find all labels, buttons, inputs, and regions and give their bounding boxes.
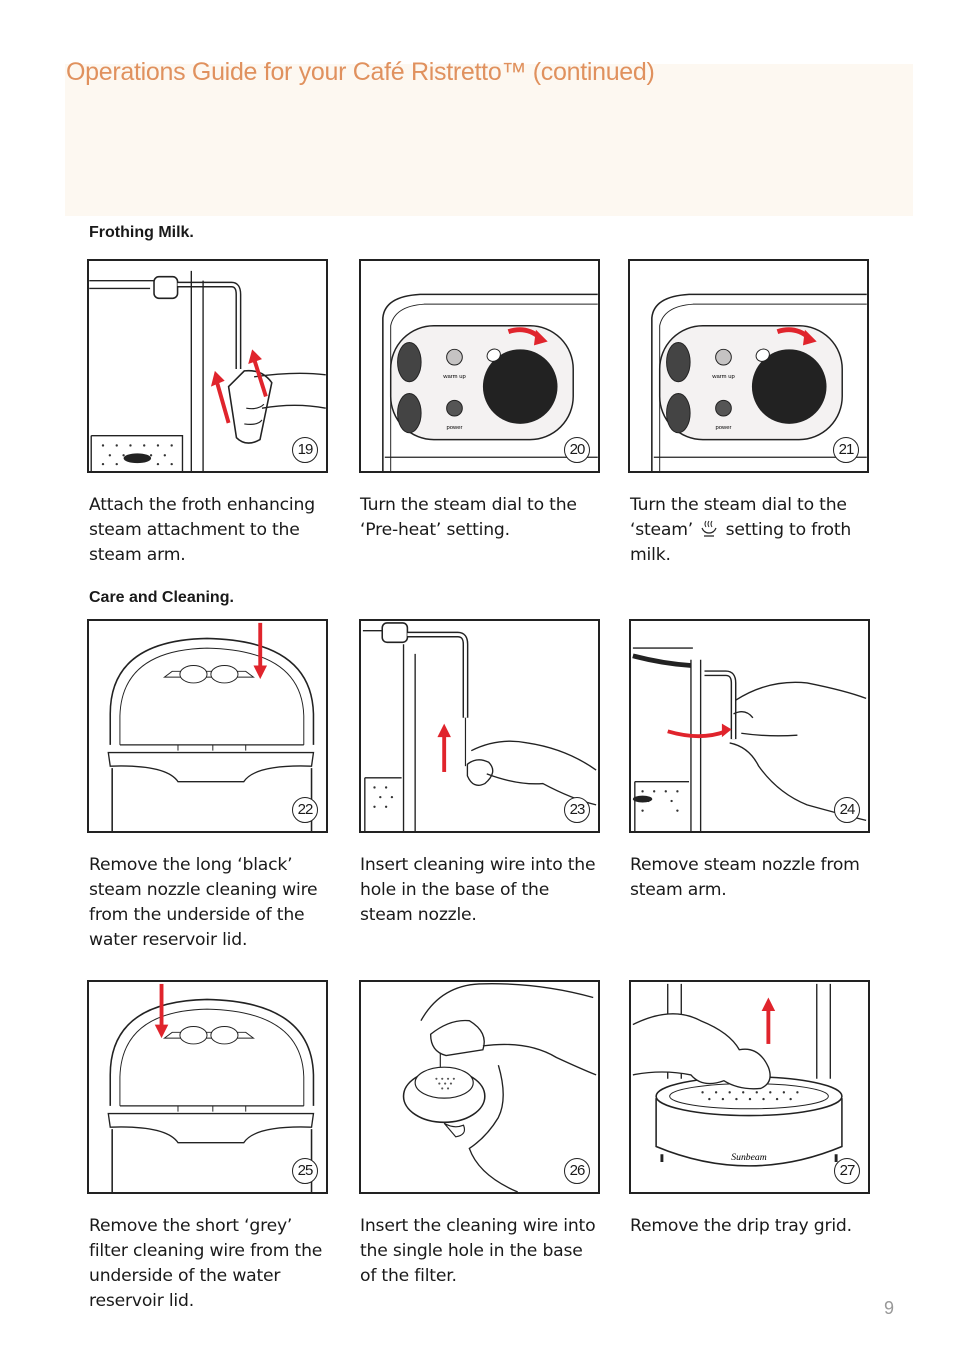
svg-text:warm up: warm up <box>711 374 735 380</box>
caption-step-19: Attach the froth enhancing steam attachm… <box>89 495 315 565</box>
step-number: 25 <box>292 1158 318 1184</box>
remove-steam-nozzle-illustration <box>632 647 867 831</box>
svg-text:warm up: warm up <box>442 374 466 380</box>
arrow-down-icon <box>253 665 268 680</box>
caption-step-27: Remove the drip tray grid. <box>630 1216 852 1236</box>
arrow-curved-icon <box>667 729 727 739</box>
section-heading-frothing: Frothing Milk. <box>89 224 194 241</box>
step-number: 23 <box>564 797 590 823</box>
sunbeam-logo: Sunbeam <box>731 1152 766 1163</box>
steam-icon <box>701 520 717 537</box>
illustration-step-20: warm up power 20 <box>359 259 600 473</box>
caption-step-25: Remove the short ‘grey’ filter cleaning … <box>89 1216 323 1311</box>
step-number: 19 <box>292 437 318 463</box>
step-number: 20 <box>564 437 590 463</box>
insert-wire-steam-nozzle-illustration <box>362 622 597 831</box>
arrow-up-icon <box>210 370 225 387</box>
caption-step-24: Remove steam nozzle from steam arm. <box>630 855 860 900</box>
illustration-step-25: 25 <box>87 980 328 1194</box>
illustration-step-26: 26 <box>359 980 600 1194</box>
step-number: 21 <box>833 437 859 463</box>
reservoir-lid-black-wire-illustration <box>107 622 315 831</box>
step-number: 26 <box>564 1158 590 1184</box>
illustration-step-19: 19 <box>87 259 328 473</box>
page-title: Operations Guide for your Café Ristretto… <box>66 58 655 86</box>
arrow-up-icon <box>761 997 776 1012</box>
page-number: 9 <box>884 1298 895 1318</box>
illustration-step-27: Sunbeam 27 <box>629 980 870 1194</box>
step-number: 27 <box>834 1158 860 1184</box>
caption-step-22: Remove the long ‘black’ steam nozzle cle… <box>89 855 318 950</box>
caption-step-23: Insert cleaning wire into the hole in th… <box>360 855 596 925</box>
step-number: 24 <box>834 797 860 823</box>
illustration-step-24: 24 <box>629 619 870 833</box>
svg-text:power: power <box>715 425 731 431</box>
reservoir-lid-grey-wire-illustration <box>107 983 315 1192</box>
svg-text:power: power <box>446 425 462 431</box>
attach-froth-attachment-illustration <box>89 270 326 471</box>
remove-drip-tray-illustration: Sunbeam <box>632 983 843 1167</box>
illustration-step-22: 22 <box>87 619 328 833</box>
steam-dial-preheat-illustration: warm up power <box>382 293 598 471</box>
caption-step-21: Turn the steam dial to the ‘steam’ setti… <box>630 495 852 565</box>
illustration-step-21: warm up power 21 <box>628 259 869 473</box>
illustration-step-23: 23 <box>359 619 600 833</box>
steam-dial-steam-illustration: warm up power <box>651 293 867 471</box>
caption-step-20: Turn the steam dial to the ‘Pre-heat’ se… <box>360 495 577 540</box>
header-band <box>65 64 913 216</box>
section-heading-care: Care and Cleaning. <box>89 589 234 606</box>
insert-wire-filter-illustration <box>402 983 597 1192</box>
step-number: 22 <box>292 797 318 823</box>
caption-step-26: Insert the cleaning wire into the single… <box>360 1216 596 1286</box>
